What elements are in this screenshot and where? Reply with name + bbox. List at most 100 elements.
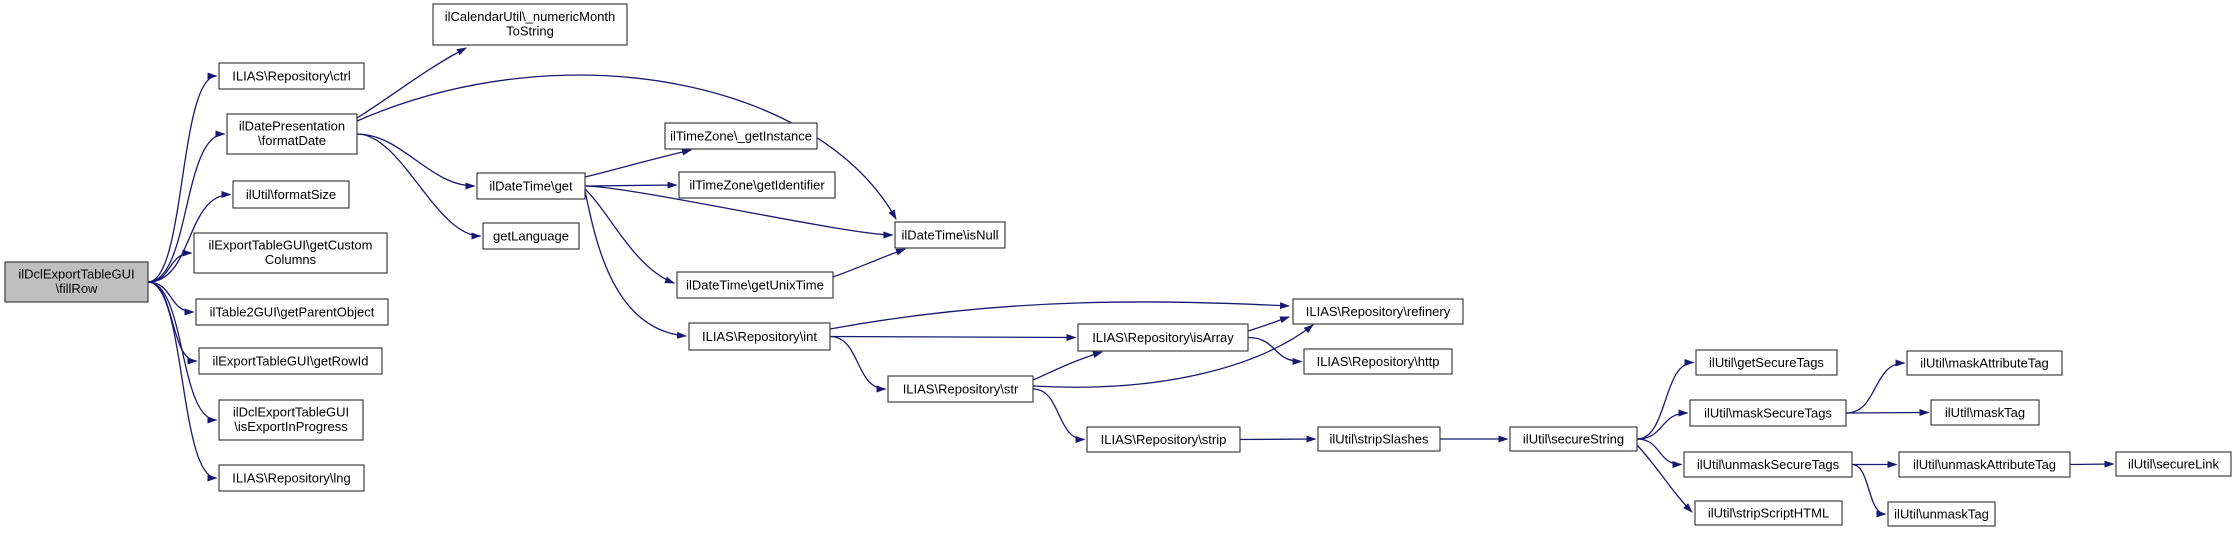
node-box-int[interactable] bbox=[688, 322, 831, 351]
node-getSecureTags[interactable]: ilUtil\getSecureTags bbox=[1695, 349, 1838, 376]
node-formatDate[interactable]: ilDatePresentation\formatDate bbox=[226, 113, 358, 155]
node-box-getCustomColumns[interactable] bbox=[193, 232, 388, 274]
node-box-numericMonthToString[interactable] bbox=[432, 3, 628, 46]
node-ctrl[interactable]: ILIAS\Repository\ctrl bbox=[218, 62, 365, 90]
edge-fillRow-getCustomColumns bbox=[147, 249, 193, 283]
node-box-isArray[interactable] bbox=[1077, 323, 1249, 352]
node-box-getSecureTags[interactable] bbox=[1695, 349, 1838, 376]
node-str[interactable]: ILIAS\Repository\str bbox=[887, 375, 1034, 403]
node-label-fillRow: ilDclExportTableGUI\fillRow bbox=[18, 267, 134, 297]
node-box-isExportInProgress[interactable] bbox=[218, 399, 364, 441]
node-label-lng: ILIAS\Repository\lng bbox=[232, 471, 351, 486]
node-label-getLanguage: getLanguage bbox=[493, 229, 569, 244]
edge-get-getUnixTime bbox=[584, 188, 675, 284]
node-label-maskAttributeTag: ilUtil\maskAttributeTag bbox=[1920, 356, 2049, 371]
node-label-maskTag: ilUtil\maskTag bbox=[1945, 405, 2025, 420]
node-label-stripSlashes: ilUtil\stripSlashes bbox=[1330, 432, 1429, 447]
node-box-http[interactable] bbox=[1303, 348, 1453, 375]
edge-get-getInstance bbox=[584, 148, 692, 178]
node-box-formatDate[interactable] bbox=[226, 113, 358, 155]
node-label-int: ILIAS\Repository\int bbox=[702, 329, 817, 344]
node-box-stripScriptHTML[interactable] bbox=[1694, 500, 1843, 526]
node-box-secureLink[interactable] bbox=[2115, 451, 2232, 477]
node-maskSecureTags[interactable]: ilUtil\maskSecureTags bbox=[1689, 399, 1847, 427]
node-box-unmaskAttributeTag[interactable] bbox=[1898, 451, 2071, 478]
node-box-unmaskSecureTags[interactable] bbox=[1683, 451, 1853, 478]
edge-fillRow-formatDate bbox=[147, 130, 226, 283]
node-isExportInProgress[interactable]: ilDclExportTableGUI\isExportInProgress bbox=[218, 399, 364, 441]
node-unmaskAttributeTag[interactable]: ilUtil\unmaskAttributeTag bbox=[1898, 451, 2071, 478]
node-box-maskTag[interactable] bbox=[1930, 399, 2040, 426]
node-box-maskAttributeTag[interactable] bbox=[1906, 350, 2063, 376]
edge-formatDate-isNull bbox=[356, 74, 897, 220]
node-box-isNull[interactable] bbox=[894, 221, 1006, 249]
node-getLanguage[interactable]: getLanguage bbox=[482, 222, 580, 250]
node-box-getParentObject[interactable] bbox=[195, 298, 389, 326]
node-box-lng[interactable] bbox=[218, 464, 365, 492]
edge-fillRow-getRowId bbox=[147, 281, 198, 365]
node-get[interactable]: ilDateTime\get bbox=[476, 172, 586, 200]
node-box-stripSlashes[interactable] bbox=[1317, 426, 1441, 452]
node-secureLink[interactable]: ilUtil\secureLink bbox=[2115, 451, 2232, 477]
node-secureString[interactable]: ilUtil\secureString bbox=[1509, 426, 1638, 452]
node-box-maskSecureTags[interactable] bbox=[1689, 399, 1847, 427]
node-label-isExportInProgress: ilDclExportTableGUI\isExportInProgress bbox=[233, 405, 349, 435]
node-box-get[interactable] bbox=[476, 172, 586, 200]
node-box-getIdentifier[interactable] bbox=[678, 171, 836, 199]
edge-maskSecureTags-maskAttributeTag bbox=[1845, 359, 1906, 414]
node-http[interactable]: ILIAS\Repository\http bbox=[1303, 348, 1453, 375]
node-box-fillRow[interactable] bbox=[4, 261, 149, 303]
node-box-getInstance[interactable] bbox=[664, 122, 818, 150]
node-label-maskSecureTags: ilUtil\maskSecureTags bbox=[1704, 406, 1832, 421]
node-refinery[interactable]: ILIAS\Repository\refinery bbox=[1292, 298, 1464, 325]
node-unmaskSecureTags[interactable]: ilUtil\unmaskSecureTags bbox=[1683, 451, 1853, 478]
node-isNull[interactable]: ilDateTime\isNull bbox=[894, 221, 1006, 249]
node-label-getRowId: ilExportTableGUI\getRowId bbox=[212, 354, 368, 369]
node-int[interactable]: ILIAS\Repository\int bbox=[688, 322, 831, 351]
node-box-ctrl[interactable] bbox=[218, 62, 365, 90]
node-label-secureString: ilUtil\secureString bbox=[1523, 432, 1624, 447]
node-lng[interactable]: ILIAS\Repository\lng bbox=[218, 464, 365, 492]
node-label-getInstance: ilTimeZone\_getInstance bbox=[670, 129, 812, 144]
node-formatSize[interactable]: ilUtil\formatSize bbox=[232, 180, 350, 209]
node-label-formatSize: ilUtil\formatSize bbox=[246, 187, 336, 202]
node-unmaskTag[interactable]: ilUtil\unmaskTag bbox=[1887, 501, 1996, 527]
node-label-getParentObject: ilTable2GUI\getParentObject bbox=[210, 305, 375, 320]
edge-int-refinery bbox=[829, 301, 1290, 330]
node-box-getRowId[interactable] bbox=[198, 347, 383, 375]
node-getInstance[interactable]: ilTimeZone\_getInstance bbox=[664, 122, 818, 150]
node-isArray[interactable]: ILIAS\Repository\isArray bbox=[1077, 323, 1249, 352]
edge-strip-stripSlashes bbox=[1239, 435, 1317, 443]
edge-secureString-unmaskSecureTags bbox=[1636, 438, 1683, 468]
node-label-unmaskSecureTags: ilUtil\unmaskSecureTags bbox=[1697, 457, 1840, 472]
node-getRowId[interactable]: ilExportTableGUI\getRowId bbox=[198, 347, 383, 375]
edge-int-str bbox=[829, 335, 887, 393]
node-getIdentifier[interactable]: ilTimeZone\getIdentifier bbox=[678, 171, 836, 199]
node-maskTag[interactable]: ilUtil\maskTag bbox=[1930, 399, 2040, 426]
node-label-ctrl: ILIAS\Repository\ctrl bbox=[232, 69, 351, 84]
node-label-isArray: ILIAS\Repository\isArray bbox=[1092, 330, 1234, 345]
node-fillRow[interactable]: ilDclExportTableGUI\fillRow bbox=[4, 261, 149, 303]
node-stripSlashes[interactable]: ilUtil\stripSlashes bbox=[1317, 426, 1441, 452]
node-getParentObject[interactable]: ilTable2GUI\getParentObject bbox=[195, 298, 389, 326]
node-box-getLanguage[interactable] bbox=[482, 222, 580, 250]
node-box-formatSize[interactable] bbox=[232, 180, 350, 209]
node-box-str[interactable] bbox=[887, 375, 1034, 403]
node-box-refinery[interactable] bbox=[1292, 298, 1464, 325]
node-box-getUnixTime[interactable] bbox=[676, 271, 834, 299]
node-label-http: ILIAS\Repository\http bbox=[1317, 354, 1440, 369]
node-label-formatDate: ilDatePresentation\formatDate bbox=[239, 119, 345, 149]
node-getUnixTime[interactable]: ilDateTime\getUnixTime bbox=[676, 271, 834, 299]
node-box-secureString[interactable] bbox=[1509, 426, 1638, 452]
node-maskAttributeTag[interactable]: ilUtil\maskAttributeTag bbox=[1906, 350, 2063, 376]
edge-maskSecureTags-maskTag bbox=[1845, 409, 1930, 417]
node-box-strip[interactable] bbox=[1086, 426, 1241, 453]
node-strip[interactable]: ILIAS\Repository\strip bbox=[1086, 426, 1241, 453]
node-stripScriptHTML[interactable]: ilUtil\stripScriptHTML bbox=[1694, 500, 1843, 526]
node-box-unmaskTag[interactable] bbox=[1887, 501, 1996, 527]
node-label-isNull: ilDateTime\isNull bbox=[901, 228, 998, 243]
node-label-stripScriptHTML: ilUtil\stripScriptHTML bbox=[1708, 506, 1829, 521]
